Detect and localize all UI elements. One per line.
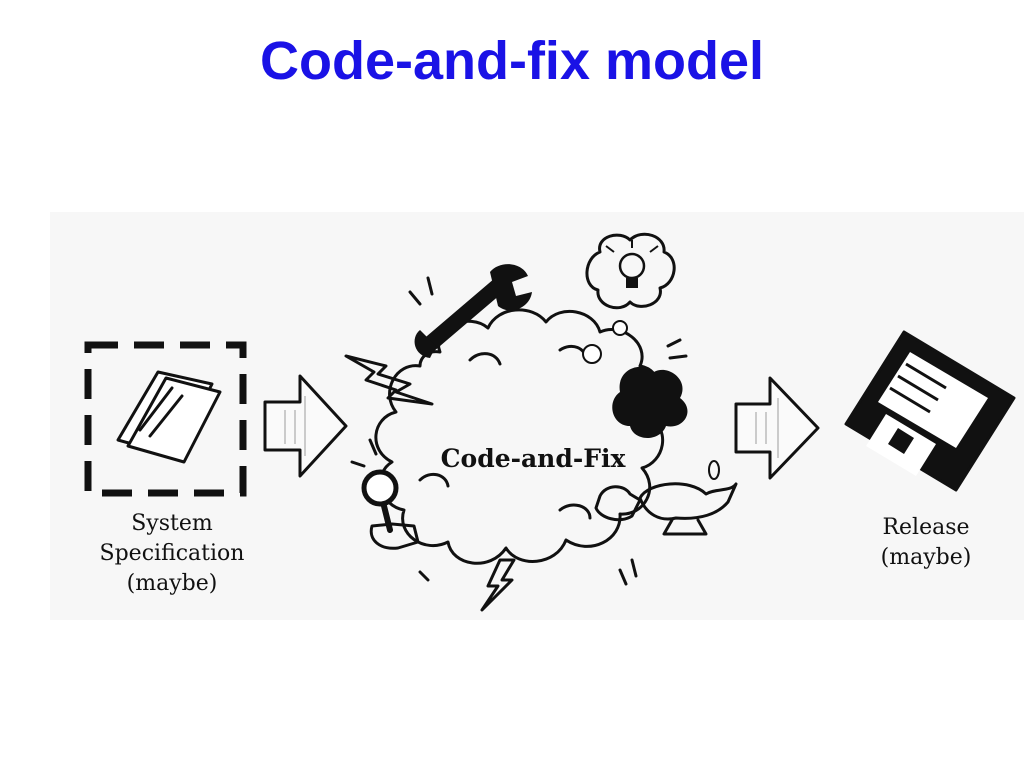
release-stage: Release (maybe) — [844, 330, 1016, 570]
cloud-icon — [374, 308, 665, 565]
ink-blob-icon — [612, 338, 688, 438]
lightning-icon — [344, 354, 516, 612]
arrow-right-icon — [263, 374, 348, 478]
spec-label-line-1: System — [131, 511, 213, 536]
spec-stage: System Specification (maybe) — [84, 341, 247, 596]
lightbulb-icon — [582, 232, 676, 364]
wrench-icon — [408, 264, 532, 358]
spec-label-line-3: (maybe) — [127, 571, 218, 596]
document-icon — [116, 370, 222, 464]
page-title: Code-and-fix model — [259, 31, 764, 91]
floppy-disk-icon — [844, 330, 1016, 492]
code-and-fix-stage: Code-and-Fix — [344, 232, 738, 612]
magnifier-icon — [350, 438, 430, 582]
core-label: Code-and-Fix — [441, 444, 627, 473]
release-label-line-1: Release — [882, 515, 969, 540]
release-label-line-2: (maybe) — [881, 545, 972, 570]
spec-label-line-2: Specification — [100, 541, 245, 566]
spec-dashed-box — [84, 341, 247, 497]
magic-lamp-icon — [594, 460, 738, 586]
arrow-right-icon — [734, 376, 820, 480]
